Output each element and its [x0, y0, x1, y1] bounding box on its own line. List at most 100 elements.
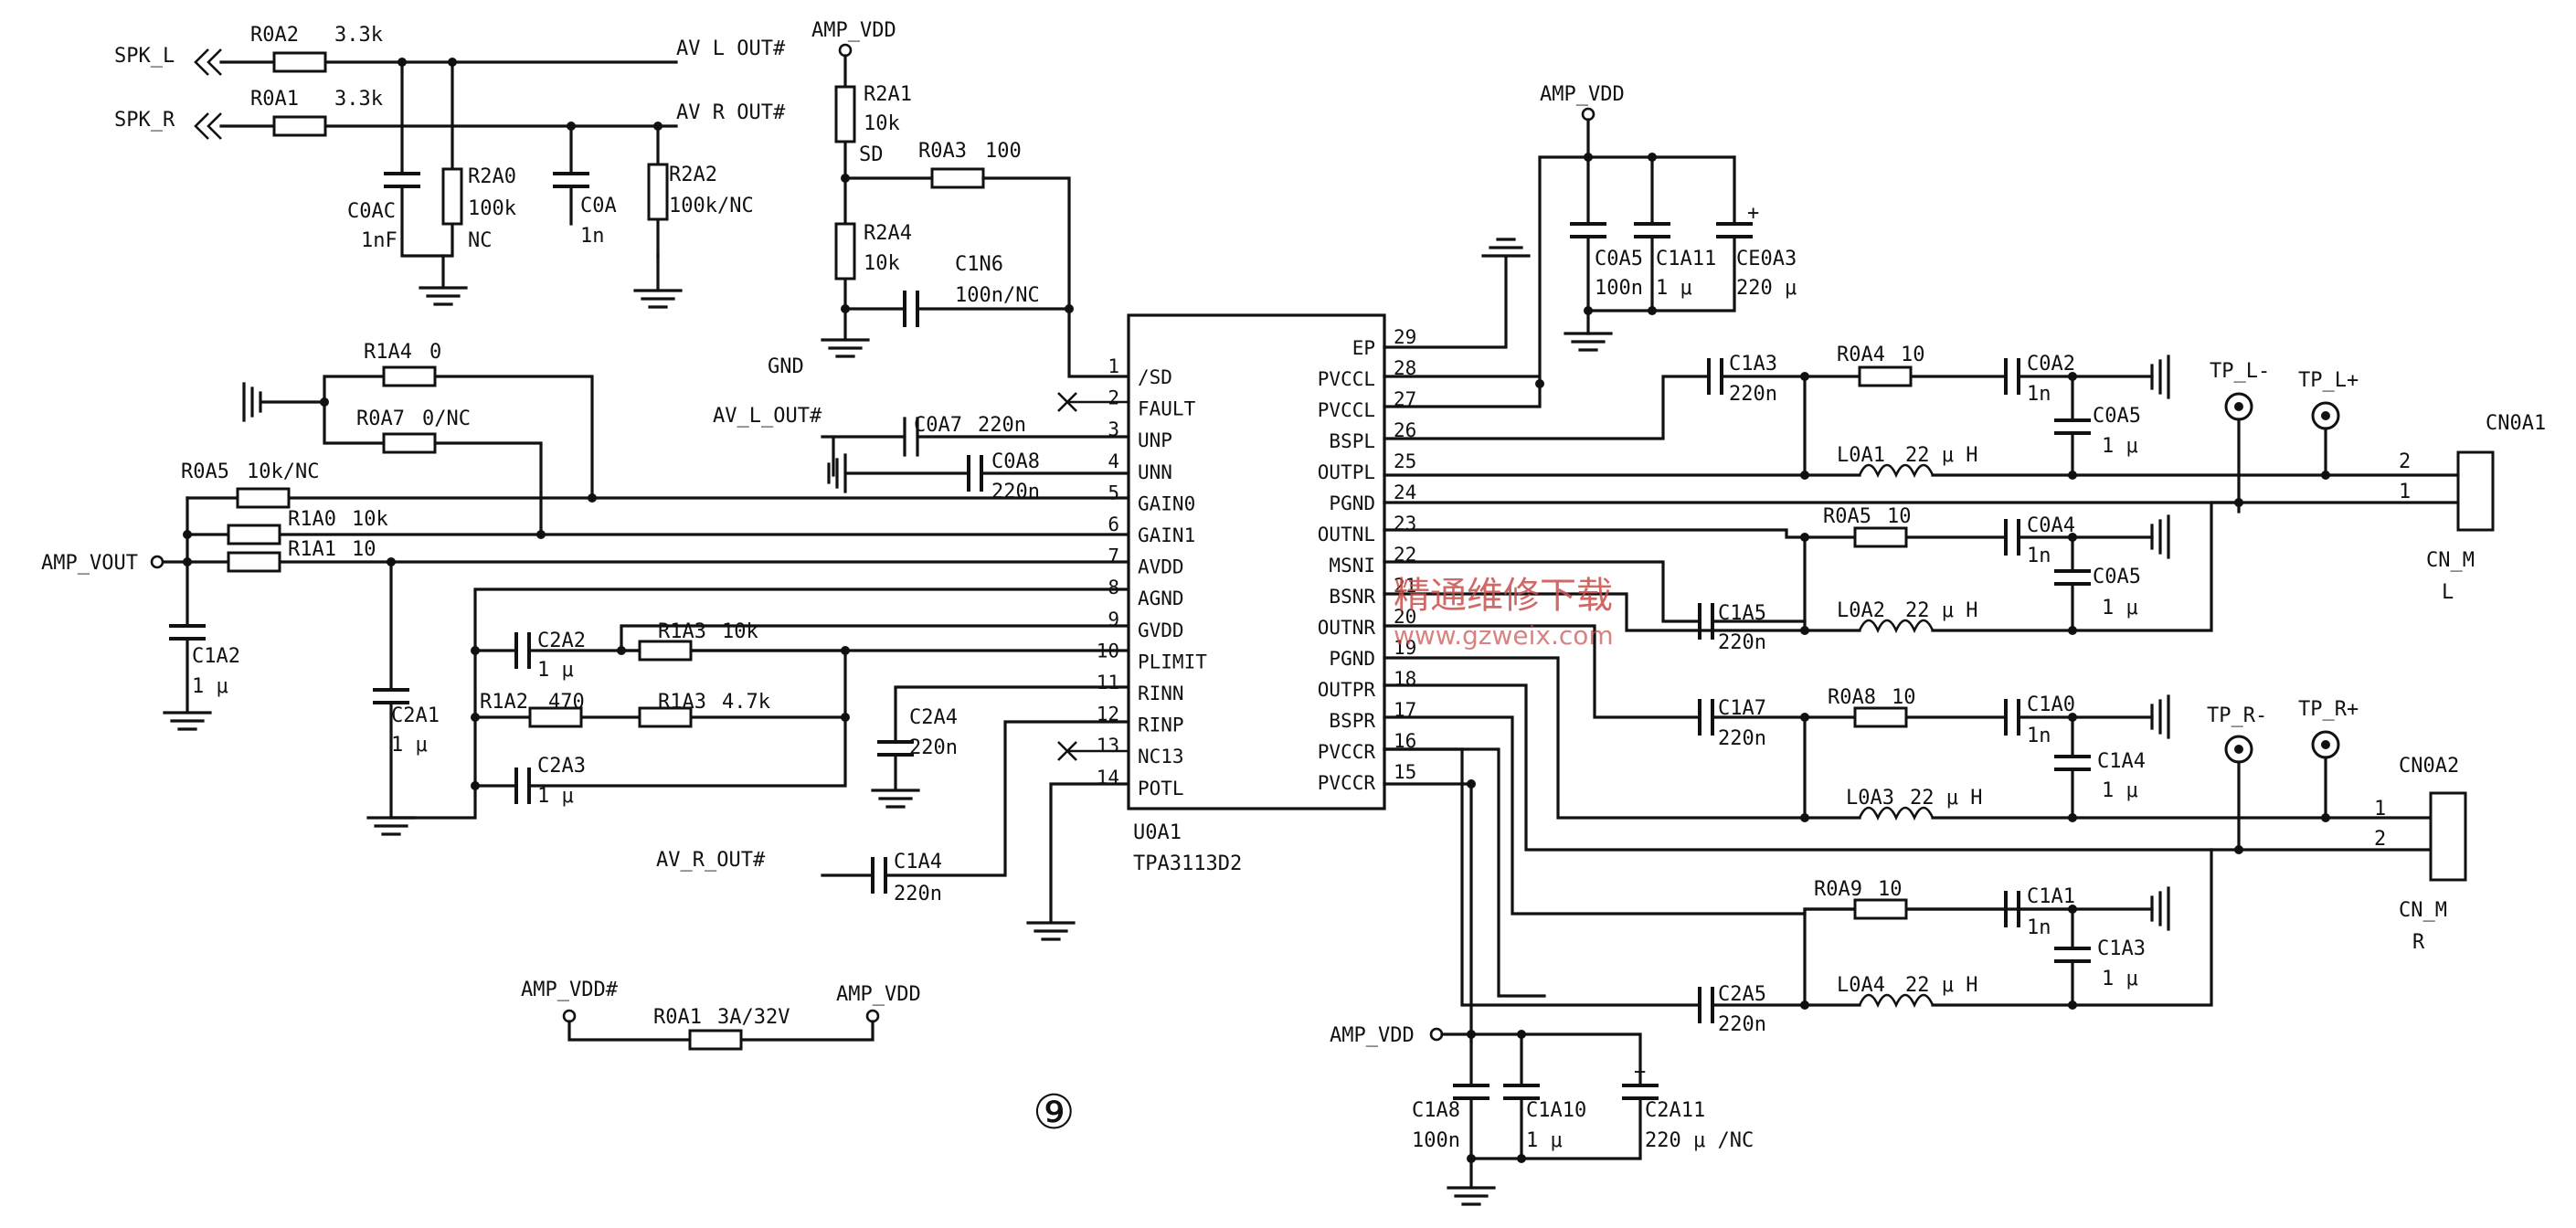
r0a5-b-value: 10: [1887, 505, 1912, 528]
r0a9-ref: R0A9: [1814, 878, 1862, 901]
c1a3-out-value: 1 μ: [2102, 968, 2138, 990]
inductor-l0a2: [1858, 619, 1935, 634]
c2a11-ref: C2A11: [1645, 1099, 1705, 1122]
c1a2-ref: C1A2: [192, 645, 240, 668]
ic-pin-number: 25: [1394, 450, 1416, 472]
ic-pin-name: NC13: [1138, 746, 1184, 768]
net-av-r-out-in: AV_R_OUT#: [656, 849, 766, 872]
svg-text:+: +: [1747, 202, 1759, 225]
tp-r-minus: TP_R-: [2207, 704, 2267, 727]
net-av-l-out: AV L OUT#: [676, 37, 786, 60]
shutdown-network: AMP_VDD R2A1 10k SD R0A3 100 R2A4 10k C1…: [768, 19, 1130, 378]
c1n6-value: 100n/NC: [955, 284, 1040, 307]
ic-pin-name: GAIN1: [1138, 524, 1195, 546]
c1a1-value: 1n: [2027, 916, 2051, 939]
c1n6-ref: C1N6: [955, 253, 1003, 276]
net-sd: SD: [859, 143, 884, 166]
ic-pin-name: PVCCR: [1318, 772, 1376, 794]
c1a4-in-ref: C1A4: [894, 851, 942, 873]
r1a3b-value: 4.7k: [722, 691, 770, 714]
spk-r-arrow-icon: [194, 112, 222, 140]
r2a2-value: 100k/NC: [669, 195, 754, 217]
pvccr-network: AMP_VDD + C1A8 100n C1A10 1 μ C2A11 220 …: [1330, 779, 1754, 1206]
r1a3a-value: 10k: [722, 620, 758, 643]
resistor-r0a4: [1858, 365, 1913, 387]
r2a0-note: NC: [468, 229, 493, 252]
ic-pin-number: 7: [1108, 545, 1119, 567]
speaker-input-network: SPK_L SPK_R R0A2 3.3k AV L OUT# R0A1 3.3…: [114, 24, 786, 309]
c0a-value: 1n: [580, 225, 605, 248]
cn0a1-ref: CN0A1: [2486, 412, 2546, 435]
ic-pin-number: 3: [1108, 418, 1119, 440]
r0a5-b-ref: R0A5: [1823, 505, 1871, 528]
inductor-l0a4: [1858, 993, 1935, 1009]
ic-pin-name: GAIN0: [1138, 492, 1195, 514]
c1a3-top-value: 220n: [1729, 383, 1777, 406]
tp-r-plus: TP_R+: [2298, 698, 2359, 721]
resistor-r2a4: [834, 222, 856, 281]
c0a4-ref: C0A4: [2027, 514, 2075, 537]
ic-pin-name: PGND: [1329, 648, 1375, 670]
ic-pin-name: RINN: [1138, 683, 1184, 704]
l0a1-value: 22 μ H: [1905, 444, 1977, 467]
r2a1-value: 10k: [864, 112, 900, 135]
r1a3b-ref: R1A3: [658, 691, 706, 714]
ce0a3-ref: CE0A3: [1736, 248, 1797, 270]
c1a8-ref: C1A8: [1412, 1099, 1460, 1122]
ic-pin-name: UNN: [1138, 461, 1172, 483]
ic-pin-name: AVDD: [1138, 556, 1184, 578]
l0a1-ref: L0A1: [1837, 444, 1885, 467]
ic-body: [1127, 313, 1386, 810]
c1a0-value: 1n: [2027, 725, 2051, 747]
fuse-ref: R0A1: [653, 1006, 702, 1029]
r2a2-ref: R2A2: [669, 164, 717, 186]
left-input-caps: AV_L_OUT# C0A7 220n C0A8 220n: [713, 405, 1130, 503]
c0a2-ref: C0A2: [2027, 353, 2075, 376]
c0a5-b-ref: C0A5: [2093, 566, 2141, 588]
l0a4-value: 22 μ H: [1905, 974, 1977, 997]
c0a5-top-ref: C0A5: [1595, 248, 1643, 270]
r1a4-value: 0: [429, 341, 441, 364]
r0a3-value: 100: [985, 140, 1022, 163]
ic-pin-name: BSPL: [1329, 430, 1375, 452]
ic-pin-name: MSNI: [1329, 555, 1375, 577]
connector-cn0a1: [2456, 450, 2495, 532]
r2a4-value: 10k: [864, 252, 900, 275]
cn0a2-pin1: 1: [2374, 798, 2386, 820]
resistor-r2a1: [834, 85, 856, 143]
c1a1-ref: C1A1: [2027, 885, 2075, 908]
resistor-r0a5: [236, 487, 291, 509]
c1a0-ref: C1A0: [2027, 693, 2075, 716]
c0ac-ref: C0AC: [347, 200, 396, 223]
net-gnd: GND: [768, 355, 804, 378]
c1a4-out-value: 1 μ: [2102, 779, 2138, 802]
c1a7-ref: C1A7: [1718, 697, 1766, 720]
c1a3-top-ref: C1A3: [1729, 353, 1777, 376]
c2a4-ref: C2A4: [909, 706, 958, 729]
resistor-r0a3: [930, 167, 985, 189]
net-av-r-out: AV R OUT#: [676, 101, 786, 124]
c2a3-value: 1 μ: [537, 785, 574, 808]
resistor-r0a7: [382, 432, 437, 454]
ic-pin-number: 24: [1394, 482, 1416, 503]
ic-pin-name: GVDD: [1138, 619, 1184, 641]
c0a5-top-value: 100n: [1595, 277, 1643, 300]
r0a4-value: 10: [1901, 344, 1925, 366]
l0a3-ref: L0A3: [1846, 787, 1894, 810]
ic-pin-name: OUTPR: [1318, 679, 1376, 701]
resistor-r2a0: [441, 167, 463, 226]
ic-pin-number: 4: [1108, 450, 1119, 472]
ic-pin-name: PVCCL: [1318, 368, 1375, 390]
c0a5-a-ref: C0A5: [2093, 405, 2141, 428]
ic-pin-number: 15: [1394, 761, 1416, 783]
r2a0-ref: R2A0: [468, 165, 516, 188]
cn0a1-side: L: [2442, 581, 2454, 604]
ic-pin-name: /SD: [1138, 366, 1172, 388]
c2a5-value: 220n: [1718, 1013, 1766, 1036]
c2a1-value: 1 μ: [391, 734, 428, 757]
ic-pin-name: PLIMIT: [1138, 651, 1207, 672]
r1a2-ref: R1A2: [480, 691, 528, 714]
